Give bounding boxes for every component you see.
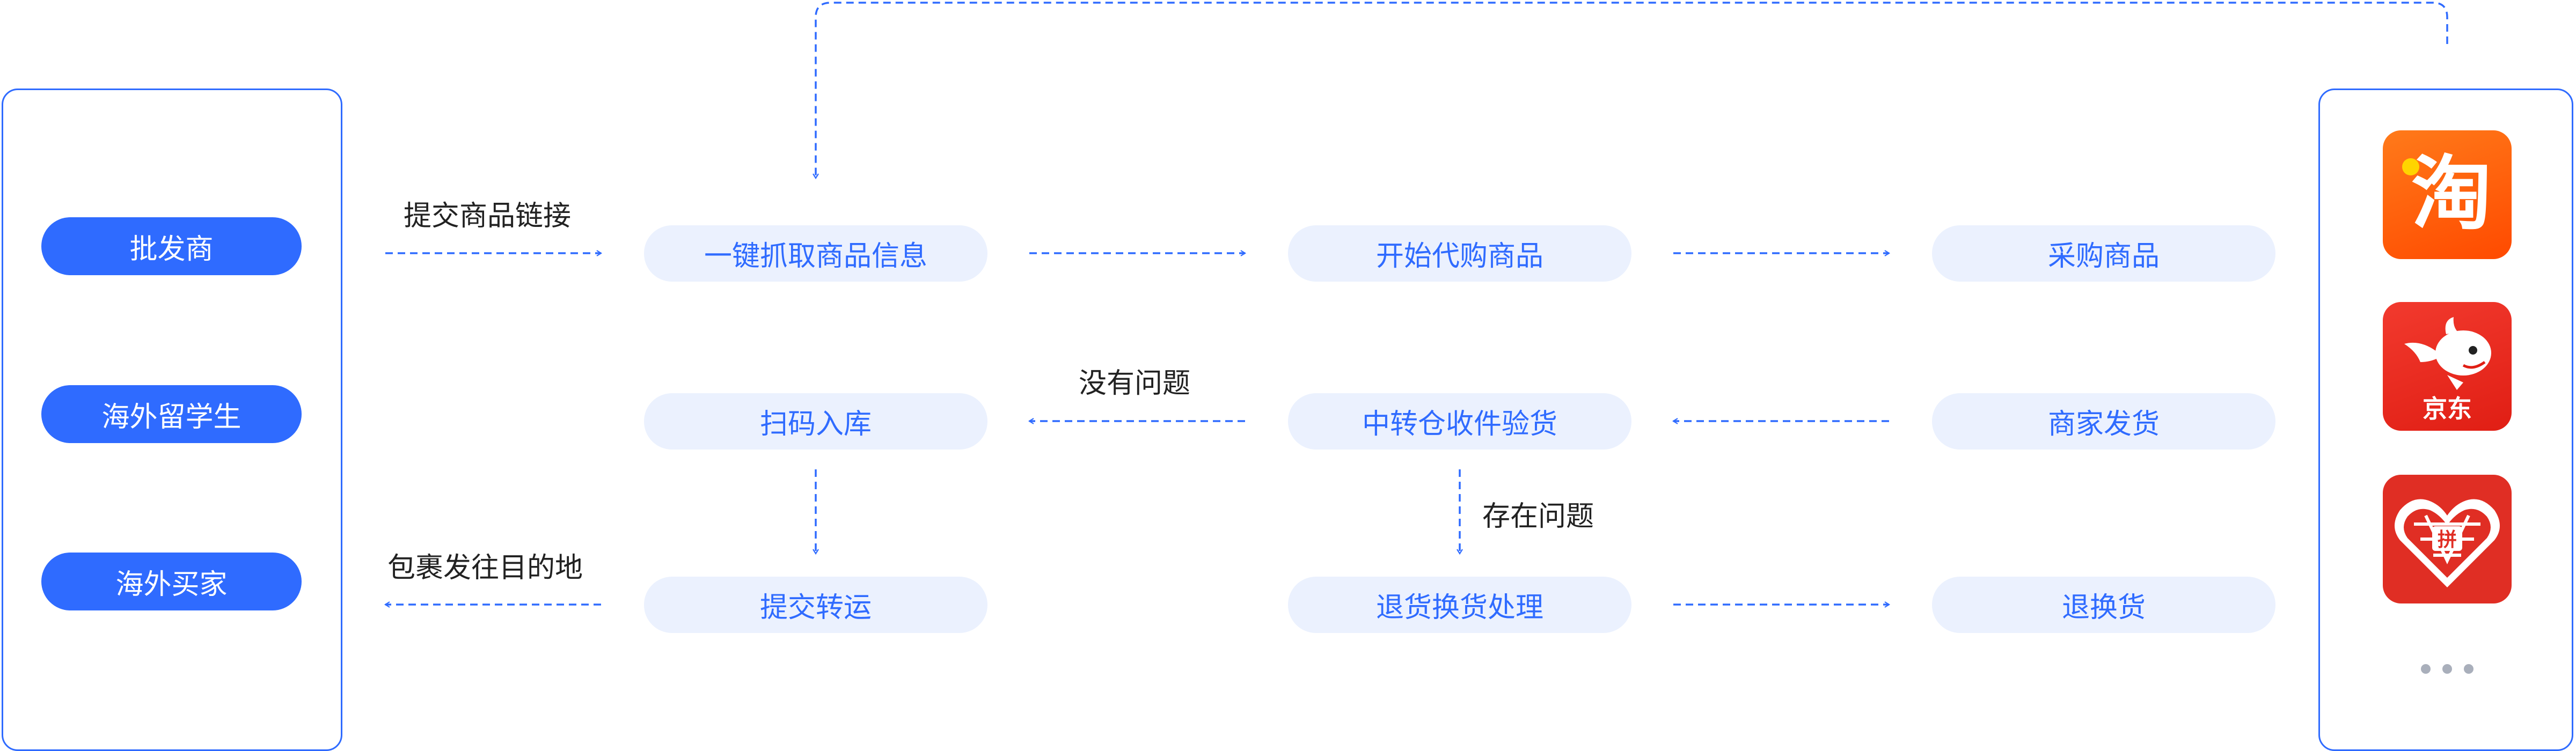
taobao-icon: 淘 bbox=[2383, 130, 2512, 259]
role-overseas-student: 海外留学生 bbox=[41, 385, 302, 443]
role-overseas-buyer: 海外买家 bbox=[41, 553, 302, 610]
step-return-exchange: 退换货 bbox=[1932, 577, 2275, 633]
pinduoduo-icon: 拼 bbox=[2383, 475, 2512, 603]
step-return-processing: 退货换货处理 bbox=[1288, 577, 1631, 633]
loop-arrow bbox=[813, 2, 2448, 180]
svg-text:淘: 淘 bbox=[2411, 148, 2492, 241]
role-wholesaler: 批发商 bbox=[41, 217, 302, 275]
step-fetch-product-info: 一键抓取商品信息 bbox=[644, 225, 987, 282]
svg-text:拼: 拼 bbox=[2438, 529, 2457, 551]
svg-text:京东: 京东 bbox=[2423, 394, 2472, 423]
label-ship-destination: 包裹发往目的地 bbox=[387, 552, 583, 584]
ellipsis-icon bbox=[2421, 664, 2473, 674]
label-no-problem: 没有问题 bbox=[1079, 367, 1191, 400]
step-purchase-product: 采购商品 bbox=[1932, 225, 2275, 282]
step-start-purchase: 开始代购商品 bbox=[1288, 225, 1631, 282]
label-submit-link: 提交商品链接 bbox=[404, 200, 572, 232]
jd-icon: 京东 bbox=[2383, 302, 2512, 431]
step-submit-transfer: 提交转运 bbox=[644, 577, 987, 633]
step-warehouse-inspection: 中转仓收件验货 bbox=[1288, 393, 1631, 450]
step-merchant-ships: 商家发货 bbox=[1932, 393, 2275, 450]
label-has-problem: 存在问题 bbox=[1482, 500, 1594, 533]
step-scan-into-warehouse: 扫码入库 bbox=[644, 393, 987, 450]
